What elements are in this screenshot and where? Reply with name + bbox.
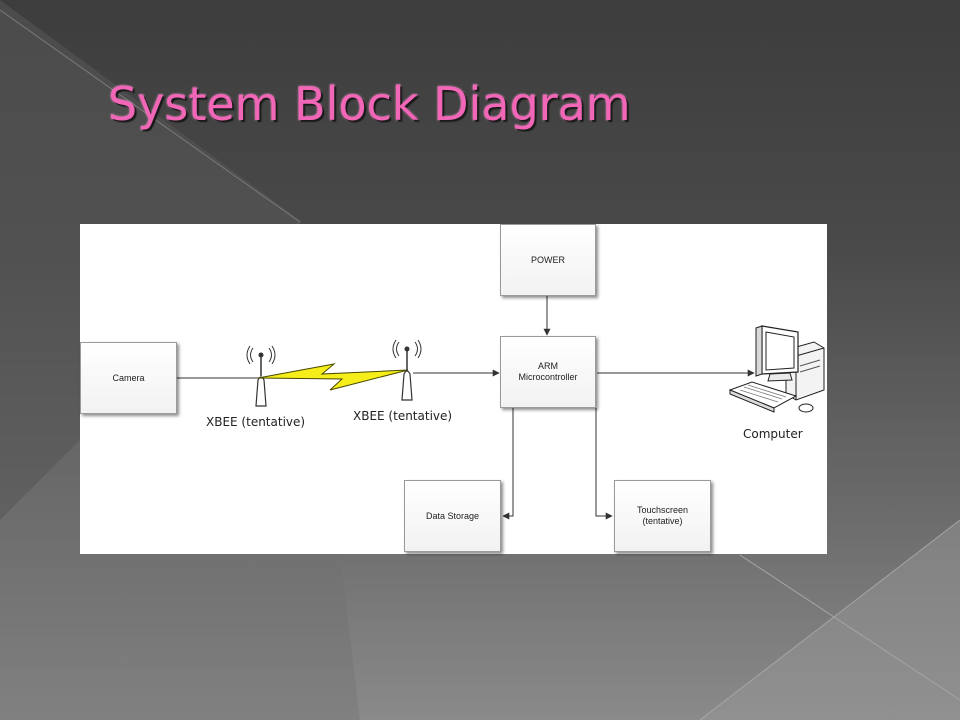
diagram-connectors	[177, 296, 755, 520]
arm-to-touchscreen-arrow	[595, 408, 613, 520]
power-label: POWER	[530, 254, 565, 265]
data-storage-block: Data Storage	[404, 480, 501, 552]
computer-icon	[728, 325, 825, 413]
lightning-bolt-icon	[257, 363, 409, 391]
touchscreen-label: Touchscreen (tentative)	[636, 505, 689, 526]
data-storage-label: Data Storage	[425, 510, 480, 521]
computer-label: Computer	[743, 427, 803, 441]
arm-microcontroller-block: ARM Microcontroller	[500, 336, 596, 408]
block-diagram: POWER ARM Microcontroller Camera Data St…	[80, 224, 827, 554]
xbee-receiver-label: XBEE (tentative)	[353, 409, 453, 423]
xbee-transmitter-label: XBEE (tentative)	[206, 415, 306, 429]
camera-label: Camera	[112, 372, 145, 383]
arm-to-storage-arrow	[502, 408, 514, 520]
power-block: POWER	[500, 224, 596, 296]
slide-title: System Block Diagram	[108, 77, 631, 131]
antenna-icon	[392, 339, 422, 401]
camera-block: Camera	[80, 342, 177, 414]
arm-microcontroller-label: ARM Microcontroller	[518, 361, 578, 382]
touchscreen-block: Touchscreen (tentative)	[614, 480, 711, 552]
